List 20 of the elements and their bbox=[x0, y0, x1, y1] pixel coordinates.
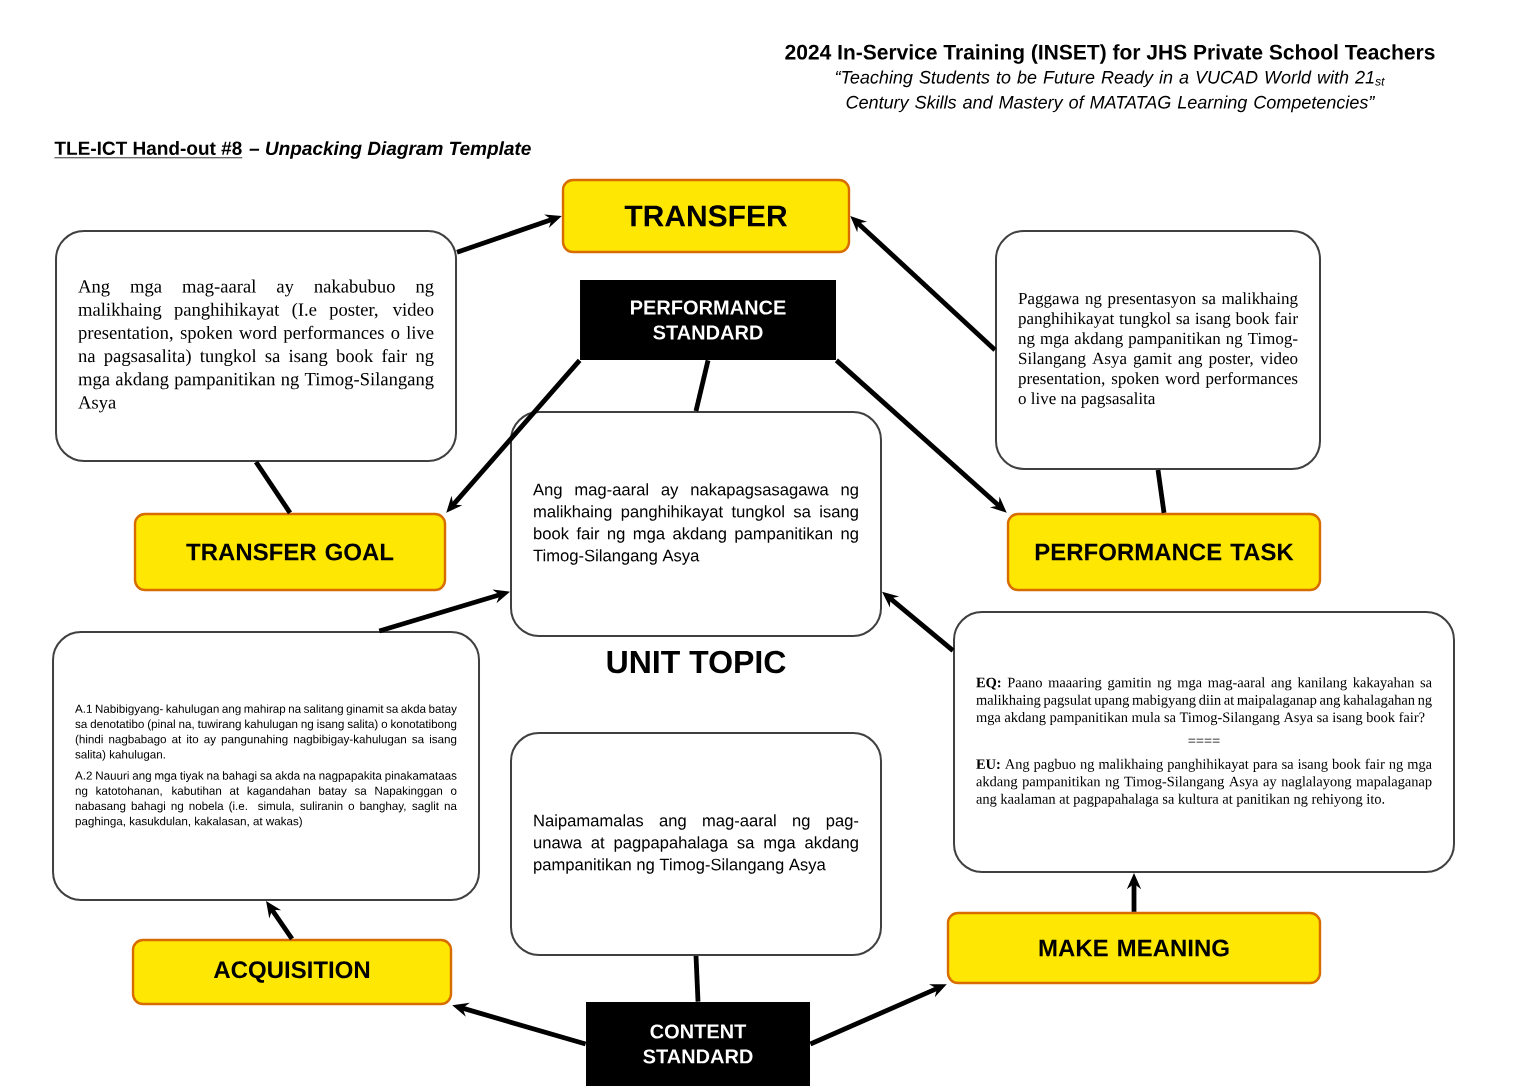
stage-label-box: ACQUISITION bbox=[131, 938, 453, 1006]
standard-label-box: CONTENT STANDARD bbox=[586, 1002, 810, 1086]
text-box: Naipamamalas ang mag-aaral ng pag-unawa at pagpapahalaga sa mga akdang pampanitikan ng Timog-Silangang Asya bbox=[510, 732, 882, 956]
connector-line bbox=[1155, 469, 1167, 514]
connector-line bbox=[254, 460, 292, 515]
stage-label-box: TRANSFER bbox=[561, 178, 851, 254]
connector-line bbox=[693, 359, 711, 412]
connector-line bbox=[693, 955, 701, 1002]
text-box: Paggawa ng presentasyon sa malikhaing panghihikayat tungkol sa isang book fair ng mga akdang pampanitikan ng Timog-Silangang Asya gamit ang poster, video presentation, spoken word performances o live na pagsasalita bbox=[995, 230, 1321, 470]
section-heading: UNIT TOPIC bbox=[607, 650, 786, 674]
stage-label-box: PERFORMANCE TASK bbox=[1006, 512, 1322, 592]
stage-label-box: TRANSFER GOAL bbox=[133, 512, 447, 592]
header-title: 2024 In-Service Training (INSET) for JHS Private School Teachers bbox=[785, 44, 1435, 64]
text-box: Ang mga mag-aaral ay nakabubuo ng malikhaing panghihikayat (I.e poster, video presentation, spoken word performances o live na pagsasalita) tungkol sa isang book fair ng mga akdang pampanitikan ng Timog-Silangang Asya bbox=[55, 230, 457, 462]
header-subtitle: “Teaching Students to be Future Ready in a VUCAD World with 21$_{st}$ Century Skills and Mastery of MATATAG Learning Competencies” bbox=[835, 70, 1385, 113]
text-box: Ang mag-aaral ay nakapagsasagawa ng malikhaing panghihikayat tungkol sa isang book fair ng mga akdang pampanitikan ng Timog-Silangang Asya bbox=[510, 411, 882, 637]
standard-label-box: PERFORMANCE STANDARD bbox=[580, 280, 836, 360]
stage-label-box: MAKE MEANING bbox=[946, 911, 1322, 985]
handout-title: TLE-ICT Hand-out #8 bbox=[54, 141, 243, 159]
handout-subtitle: – Unpacking Diagram Template bbox=[249, 141, 531, 159]
